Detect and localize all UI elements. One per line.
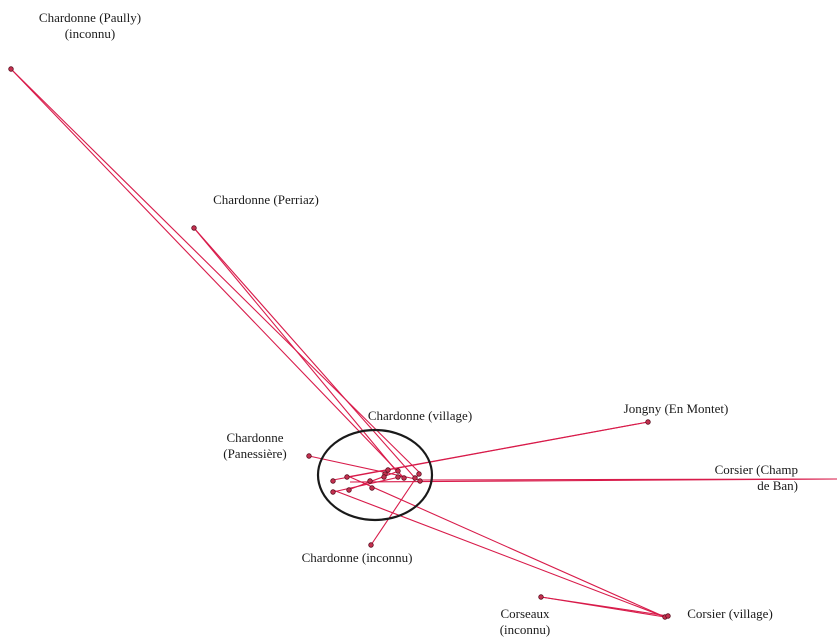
label-chardonne-inconnu: Chardonne (inconnu) [302, 550, 413, 565]
location-point [395, 474, 401, 480]
connection-lines [10, 68, 837, 618]
location-point [412, 475, 418, 481]
label-line: Chardonne [226, 430, 283, 445]
connection-line [193, 227, 416, 479]
label-line: Chardonne (Paully) [39, 10, 141, 25]
label-corsier-village: Corsier (village) [687, 606, 773, 621]
label-line: Jongny (En Montet) [624, 401, 729, 416]
label-chardonne-panessiere: Chardonne(Panessière) [223, 430, 287, 461]
location-point [330, 489, 336, 495]
connection-line [10, 68, 421, 474]
label-line: (inconnu) [500, 622, 551, 637]
connection-line [349, 476, 666, 618]
location-point [538, 594, 544, 600]
location-point [368, 542, 374, 548]
location-point [416, 471, 422, 477]
connection-line [370, 474, 419, 546]
location-point [369, 485, 375, 491]
label-line: Chardonne (inconnu) [302, 550, 413, 565]
location-point [346, 487, 352, 493]
label-line: (Panessière) [223, 446, 287, 461]
location-point [417, 478, 423, 484]
location-point [306, 453, 312, 459]
location-point [8, 66, 14, 72]
connection-line [332, 489, 666, 618]
label-line: (inconnu) [65, 26, 116, 41]
village-cluster-ring [316, 428, 434, 522]
label-chardonne-paully: Chardonne (Paully)(inconnu) [39, 10, 141, 41]
connection-line [419, 478, 837, 481]
label-line: Chardonne (Perriaz) [213, 192, 319, 207]
label-line: Corsier (Champ [715, 462, 798, 477]
location-point [645, 419, 651, 425]
connection-line [332, 475, 405, 493]
label-line: Chardonne (village) [368, 408, 472, 423]
location-point [367, 478, 373, 484]
label-chardonne-village: Chardonne (village) [368, 408, 472, 423]
connection-line [346, 421, 649, 478]
location-point [395, 468, 401, 474]
location-points [8, 66, 671, 620]
location-labels: Chardonne (Paully)(inconnu)Chardonne (Pe… [39, 10, 798, 637]
connection-line [10, 68, 405, 479]
label-line: de Ban) [757, 478, 798, 493]
location-point [401, 475, 407, 481]
location-point [330, 478, 336, 484]
location-point [344, 474, 350, 480]
label-jongny: Jongny (En Montet) [624, 401, 729, 416]
location-point [385, 467, 391, 473]
label-line: Corseaux [500, 606, 550, 621]
location-point [665, 613, 671, 619]
label-corseaux: Corseaux(inconnu) [500, 606, 551, 637]
label-chardonne-perriaz: Chardonne (Perriaz) [213, 192, 319, 207]
location-point [191, 225, 197, 231]
location-point [381, 474, 387, 480]
connection-line [540, 596, 669, 617]
label-line: Corsier (village) [687, 606, 773, 621]
connection-line [193, 227, 399, 474]
